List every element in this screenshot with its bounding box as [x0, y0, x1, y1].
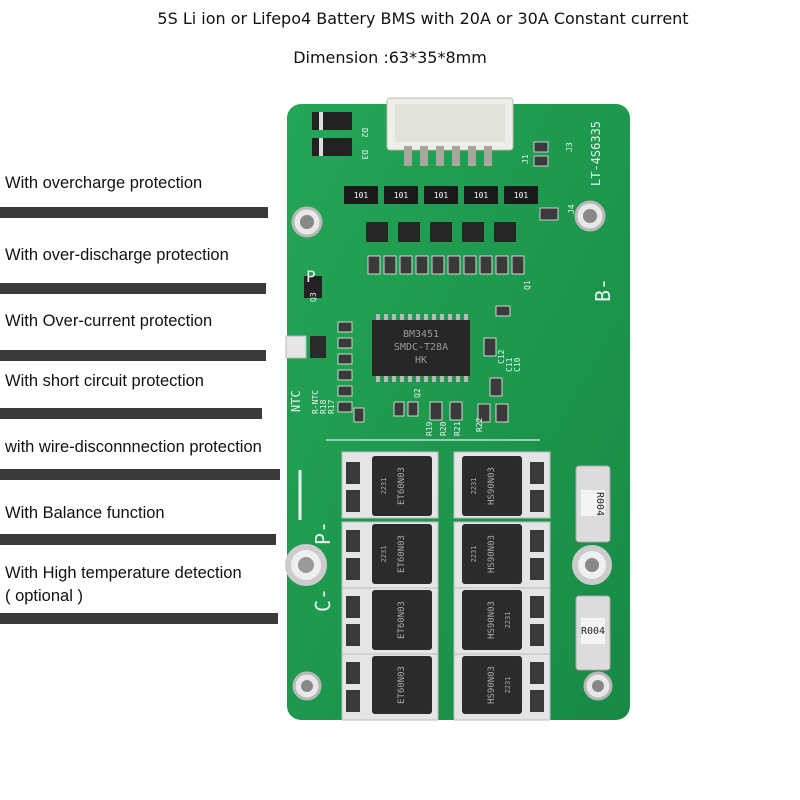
mosfet-marking: ET60N03	[397, 467, 407, 505]
silk-r17: R17	[327, 399, 336, 414]
mosfet-array	[341, 451, 551, 721]
pad-b-minus-hole	[572, 545, 612, 585]
mosfet-date: 2231	[470, 546, 478, 563]
balance-connector	[386, 97, 514, 166]
diode-d3	[312, 138, 352, 156]
shunt-resistor	[575, 465, 611, 671]
silk-q1: Q1	[523, 280, 532, 290]
feature-high-temperature: With High temperature detection ( option…	[5, 564, 242, 606]
silk-c12: C12	[497, 349, 506, 364]
resistor-code-label: 101	[434, 191, 449, 200]
silk-d2: D2	[360, 128, 369, 138]
pad-p-minus-hole	[285, 544, 327, 586]
silk-c10: C10	[513, 357, 522, 372]
product-title: 5S Li ion or Lifepo4 Battery BMS with 20…	[157, 9, 689, 28]
mosfet-date: 2231	[380, 546, 388, 563]
mosfet-marking: HS90N03	[487, 535, 497, 573]
chip-line-2: SMDC-T28A	[394, 342, 448, 353]
silk-j3: J3	[565, 142, 574, 152]
feature-short-circuit: With short circuit protection	[5, 372, 204, 390]
mosfet-date: 2231	[504, 677, 512, 694]
feature-bar	[0, 469, 280, 480]
silk-j1: J1	[521, 154, 530, 164]
resistor-code-label: 101	[394, 191, 409, 200]
feature-wire-disconnection: with wire-disconnnection protection	[5, 438, 262, 456]
silk-q2: Q2	[413, 388, 422, 398]
feature-bar	[0, 350, 266, 361]
feature-over-discharge: With over-discharge protection	[5, 246, 229, 264]
silk-rntc: R-NTC	[311, 390, 320, 414]
silk-d3: D3	[360, 150, 369, 160]
feature-bar	[0, 283, 266, 294]
feature-overcharge: With overcharge protection	[5, 174, 203, 192]
smd-components	[337, 255, 525, 423]
silk-j4: J4	[567, 204, 576, 214]
mosfet-marking: ET60N03	[397, 535, 407, 573]
silk-r19: R19	[425, 421, 434, 436]
pad-ntc-label: NTC	[289, 390, 303, 412]
silk-r18: R18	[319, 399, 328, 414]
silk-r21: R21	[453, 421, 462, 436]
mosfet-marking: HS90N03	[487, 467, 497, 505]
pcb-body	[287, 104, 630, 720]
resistor-row	[344, 186, 538, 204]
mosfet-date: 2231	[380, 478, 388, 495]
transistor-row	[366, 222, 516, 242]
feature-bar	[0, 207, 268, 218]
chip-line-3: HK	[415, 355, 427, 366]
shunt-code: R004	[594, 492, 605, 516]
feature-bar	[0, 408, 262, 419]
mosfet-marking: ET60N03	[397, 666, 407, 704]
board-model-label: LT-4S6335	[589, 121, 603, 186]
diode-d2	[312, 112, 352, 130]
mounting-hole	[291, 200, 613, 701]
resistor-code-label: 101	[474, 191, 489, 200]
shunt-code: R004	[581, 626, 605, 637]
transistor-q3	[304, 276, 322, 298]
silk-r20: R20	[439, 421, 448, 436]
mosfet-marking: HS90N03	[487, 601, 497, 639]
silk-q3: Q3	[309, 292, 318, 302]
feature-over-current: With Over-current protection	[5, 312, 213, 330]
resistor-code-label: 101	[354, 191, 369, 200]
bms-ic-chip: BM3451 SMDC-T28A HK	[372, 314, 470, 382]
silk-c11: C11	[505, 357, 514, 372]
feature-balance: With Balance function	[5, 504, 165, 522]
pad-p-minus-label: P-	[311, 521, 335, 545]
ntc-component	[310, 336, 326, 358]
resistor-code-label: 101	[514, 191, 529, 200]
feature-high-temperature-label: With High temperature detection	[5, 564, 242, 582]
pad-b-minus-label: B-	[591, 278, 615, 302]
feature-bar	[0, 613, 278, 624]
pad-p-label: P	[306, 267, 316, 286]
mosfet-marking: HS90N03	[487, 666, 497, 704]
silk-r22: R22	[475, 417, 484, 432]
feature-optional-note: ( optional )	[5, 587, 83, 605]
chip-line-1: BM3451	[403, 329, 439, 340]
mosfet-marking: ET60N03	[397, 601, 407, 639]
mosfet-date: 2231	[470, 478, 478, 495]
dimension-text: Dimension :63*35*8mm	[293, 48, 487, 67]
ntc-pad	[285, 335, 307, 359]
feature-bar	[0, 534, 276, 545]
mosfet-date: 2231	[504, 612, 512, 629]
resistor-small	[539, 207, 559, 221]
pad-c-minus-label: C-	[311, 588, 335, 612]
